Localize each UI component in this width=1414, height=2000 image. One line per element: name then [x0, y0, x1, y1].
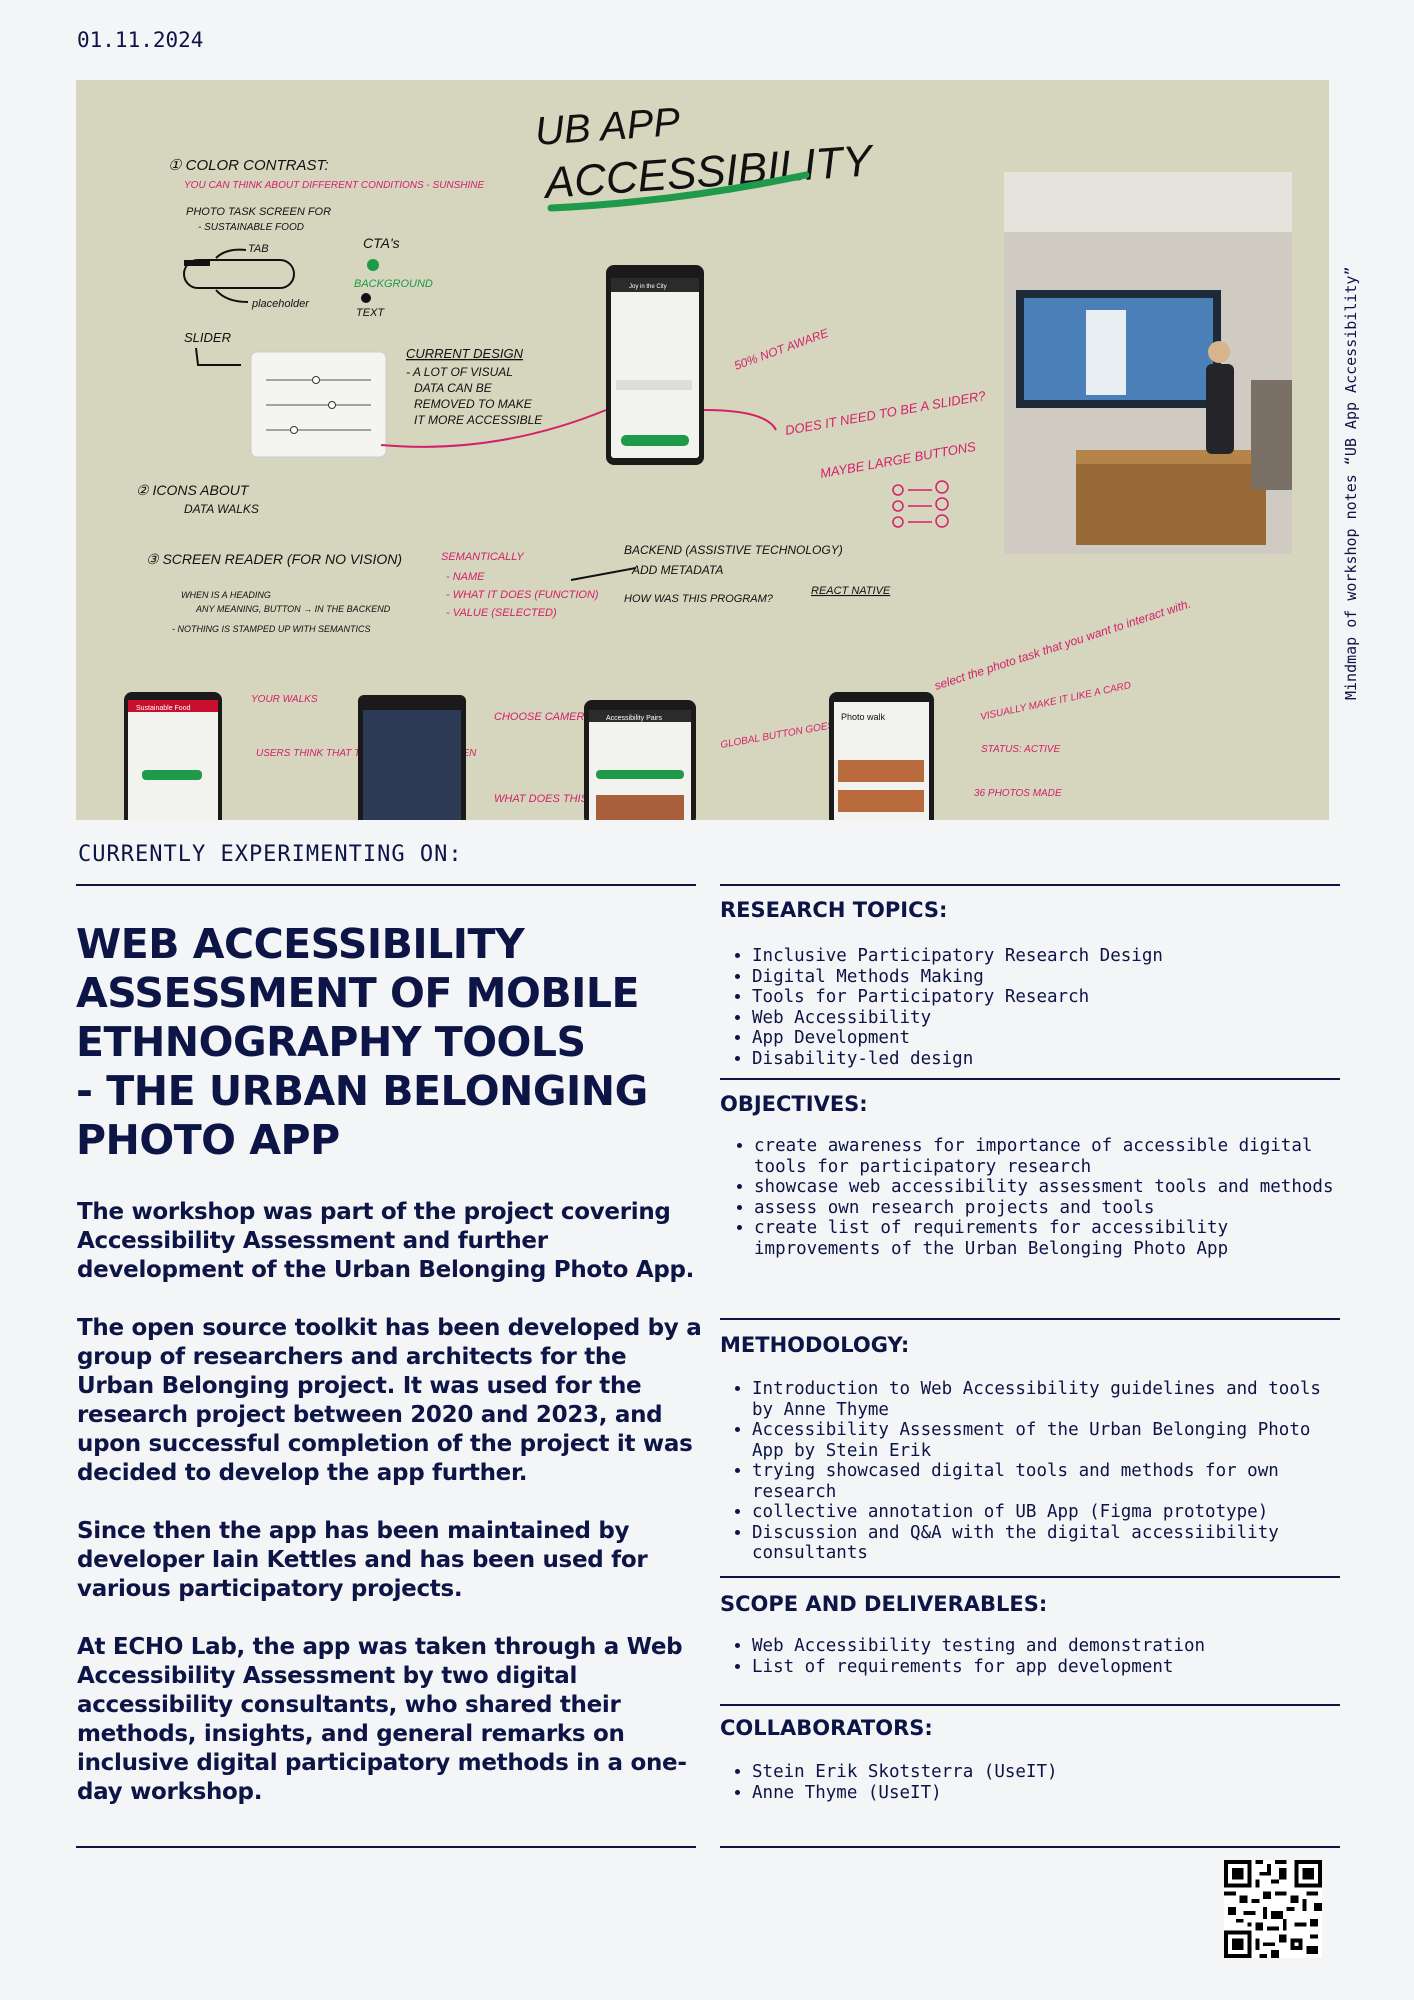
workshop-mindmap-photo: UB APP ACCESSIBILITY ① COLOR CONTRAST: Y… [76, 80, 1329, 820]
presenter-photo [1004, 172, 1292, 554]
note-nothing: - NOTHING IS STAMPED UP WITH SEMANTICS [172, 624, 371, 634]
page-title: WEB ACCESSIBILITY ASSESSMENT OF MOBILE E… [76, 920, 648, 1164]
list-item: create list of requirements for accessib… [754, 1218, 1340, 1259]
divider [720, 1704, 1340, 1706]
note-screen-reader: ③ SCREEN READER (FOR NO VISION) [146, 551, 402, 567]
section-heading: OBJECTIVES: [720, 1092, 868, 1116]
note-sustainable: - SUSTAINABLE FOOD [198, 222, 304, 233]
list-item: Tools for Participatory Research [752, 987, 1340, 1008]
phone-3-title: Photo walk [841, 712, 886, 722]
list-item: Inclusive Participatory Research Design [752, 946, 1340, 967]
list-item: App Development [752, 1028, 1340, 1049]
list-item: Accessibility Assessment of the Urban Be… [752, 1420, 1340, 1461]
currently-label: CURRENTLY EXPERIMENTING ON: [78, 842, 463, 867]
note-tab: TAB [248, 243, 269, 255]
note-placeholder: placeholder [251, 298, 310, 310]
note-color-contrast: ① COLOR CONTRAST: [168, 157, 329, 174]
note-slider: SLIDER [184, 330, 231, 345]
note-background: BACKGROUND [354, 278, 433, 290]
list-item: Anne Thyme (UseIT) [752, 1783, 1340, 1804]
list-item: showcase web accessibility assessment to… [754, 1177, 1340, 1198]
methodology-section: METHODOLOGY: Introduction to Web Accessi… [720, 1333, 1340, 1564]
date: 01.11.2024 [77, 28, 204, 52]
note-data-walks: DATA WALKS [184, 502, 259, 516]
note-current-1: - A LOT OF VISUAL [406, 365, 513, 379]
objectives-section: OBJECTIVES: create awareness for importa… [720, 1092, 1340, 1259]
list-item: Digital Methods Making [752, 967, 1340, 988]
body-text: The workshop was part of the project cov… [77, 1198, 707, 1836]
note-icons: ② ICONS ABOUT [136, 482, 250, 498]
divider [720, 1846, 1340, 1848]
note-current-2: DATA CAN BE [414, 381, 493, 395]
note-what-it-does: - WHAT IT DOES (FUNCTION) [446, 589, 599, 601]
phone-top-title: Joy in the City [629, 284, 667, 290]
note-text: TEXT [356, 307, 385, 319]
section-heading: RESEARCH TOPICS: [720, 898, 948, 922]
list-item: Stein Erik Skotsterra (UseIT) [752, 1762, 1340, 1783]
note-current-4: IT MORE ACCESSIBLE [414, 413, 543, 427]
note-value: - VALUE (SELECTED) [446, 607, 557, 619]
divider [76, 1846, 696, 1848]
note-color-sub: YOU CAN THINK ABOUT DIFFERENT CONDITIONS… [184, 180, 485, 191]
phone-1-title: Sustainable Food [136, 705, 191, 712]
list-item: collective annotation of UB App (Figma p… [752, 1502, 1340, 1523]
section-heading: METHODOLOGY: [720, 1333, 910, 1357]
list-item: List of requirements for app development [752, 1657, 1340, 1678]
paragraph: At ECHO Lab, the app was taken through a… [77, 1634, 687, 1805]
note-your-walks: YOUR WALKS [251, 694, 318, 705]
note-metadata: ADD METADATA [631, 563, 723, 577]
note-ctas: CTA's [363, 235, 400, 251]
list-item: Web Accessibility testing and demonstrat… [752, 1636, 1340, 1657]
note-heading: WHEN IS A HEADING [181, 590, 271, 600]
list-item: Discussion and Q&A with the digital acce… [752, 1523, 1340, 1564]
list-item: trying showcased digital tools and metho… [752, 1461, 1340, 1502]
research-topics-section: RESEARCH TOPICS: Inclusive Participatory… [720, 898, 1340, 1069]
note-how-program: HOW WAS THIS PROGRAM? [624, 593, 774, 605]
note-backend: BACKEND (ASSISTIVE TECHNOLOGY) [624, 543, 843, 557]
note-current-design: CURRENT DESIGN [406, 346, 524, 361]
note-photos-made: 36 PHOTOS MADE [974, 788, 1062, 799]
divider [720, 1078, 1340, 1080]
note-status: STATUS: ACTIVE [981, 744, 1061, 755]
collaborators-section: COLLABORATORS: Stein Erik Skotsterra (Us… [720, 1716, 1340, 1803]
note-photo-task: PHOTO TASK SCREEN FOR [186, 206, 331, 218]
paragraph: Since then the app has been maintained b… [77, 1518, 648, 1602]
list-item: Disability-led design [752, 1049, 1340, 1070]
side-caption: Mindmap of workshop notes “UB App Access… [1342, 266, 1360, 700]
qr-code[interactable] [1224, 1860, 1322, 1958]
note-meaning: ANY MEANING, BUTTON → IN THE BACKEND [195, 604, 391, 614]
paragraph: The workshop was part of the project cov… [77, 1199, 695, 1283]
list-item: Introduction to Web Accessibility guidel… [752, 1379, 1340, 1420]
divider [720, 1318, 1340, 1320]
list-item: create awareness for importance of acces… [754, 1136, 1340, 1177]
hero-headline-1: UB APP [534, 100, 682, 154]
scope-section: SCOPE AND DELIVERABLES: Web Accessibilit… [720, 1592, 1340, 1677]
list-item: Web Accessibility [752, 1008, 1340, 1029]
note-name: - NAME [446, 571, 485, 583]
note-semantically: SEMANTICALLY [441, 551, 524, 563]
paragraph: The open source toolkit has been develop… [77, 1315, 702, 1486]
sketch-input [183, 259, 295, 289]
list-item: assess own research projects and tools [754, 1198, 1340, 1219]
divider [720, 1576, 1340, 1578]
phone-2-title: Accessibility Pairs [606, 715, 663, 722]
headline-underline [547, 171, 810, 212]
note-react: REACT NATIVE [811, 585, 891, 597]
section-heading: COLLABORATORS: [720, 1716, 933, 1740]
divider [76, 884, 696, 886]
divider [720, 884, 1340, 886]
section-heading: SCOPE AND DELIVERABLES: [720, 1592, 1048, 1616]
note-current-3: REMOVED TO MAKE [414, 397, 533, 411]
